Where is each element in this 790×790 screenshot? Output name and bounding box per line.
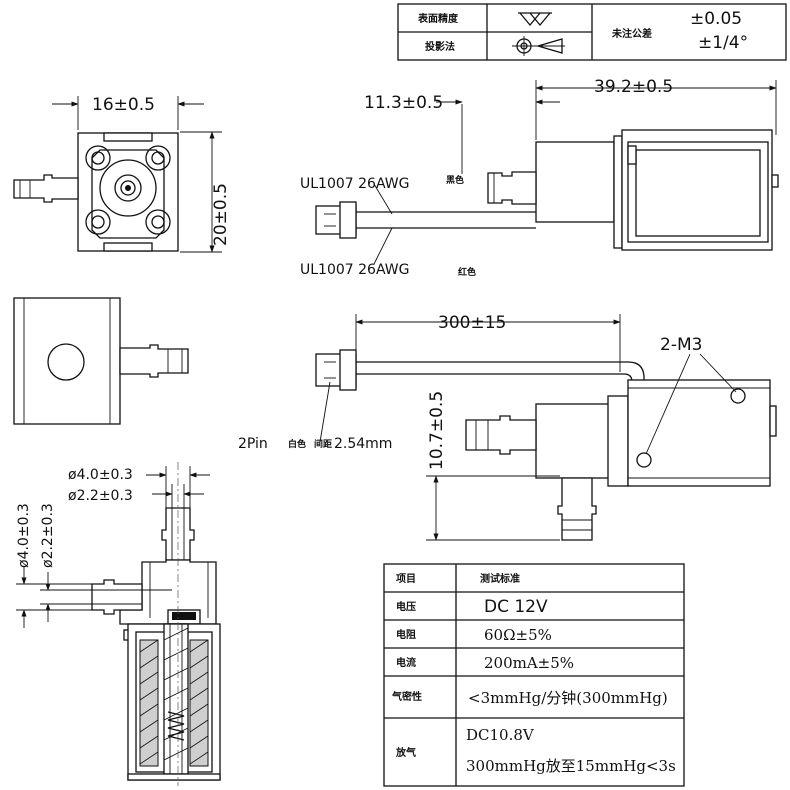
- spec-table: 项目 测试标准 电压 DC 12V 电阻 60Ω±5% 电流 200mA±5% …: [383, 563, 685, 787]
- top-inner-dia: ø2.2±0.3: [68, 488, 133, 504]
- spec-value-release-time: 300mmHg放至15mmHg<3s: [466, 757, 676, 775]
- black-wire-label: UL1007 26AWG: [300, 176, 409, 192]
- side-inner-dia: ø2.2±0.3: [40, 503, 56, 568]
- spec-item-airtightness: 气密性: [391, 690, 422, 703]
- spec-header-item: 项目: [396, 573, 416, 585]
- front-view: 16±0.5 20±0.5: [13, 95, 231, 253]
- spec-value-airtightness: <3mmHg/分钟(300mmHg): [468, 689, 668, 707]
- side-outer-dia: ø4.0±0.3: [16, 503, 32, 568]
- side-view: 39.2±0.5 11.3±0.5 UL1007 26AWG 黑色 UL1007…: [300, 77, 779, 278]
- bottom-view: 300±15 10.7±0.5 2-M3: [238, 313, 777, 541]
- spec-value-current: 200mA±5%: [484, 654, 574, 672]
- linear-tolerance: ±0.05: [690, 9, 742, 29]
- top-outer-dia: ø4.0±0.3: [68, 467, 133, 483]
- projection-method-label: 投影法: [425, 40, 455, 53]
- red-wire-color: 红色: [458, 266, 476, 278]
- connector-pitch: 2.54mm: [334, 436, 392, 452]
- spec-item-current: 电流: [396, 656, 416, 669]
- lead-length-dim: 300±15: [438, 313, 506, 333]
- connector-color: 白色: [288, 438, 306, 450]
- spec-value-release-voltage: DC10.8V: [466, 726, 535, 744]
- connector-pins: 2Pin: [238, 436, 268, 452]
- spec-item-release: 放气: [395, 746, 416, 759]
- spec-header-standard: 测试标准: [480, 572, 520, 585]
- tolerance-table: 表面精度 投影法 未注公差 ±0.05 ±1/4°: [397, 3, 787, 61]
- height-dim: 10.7±0.5: [427, 391, 447, 470]
- front-height-dim: 20±0.5: [211, 183, 231, 246]
- first-angle-projection-symbol: [512, 36, 565, 56]
- spec-value-voltage: DC 12V: [484, 597, 548, 617]
- surface-finish-label: 表面精度: [417, 12, 459, 25]
- angular-tolerance: ±1/4°: [698, 33, 748, 53]
- spec-item-resistance: 电阻: [396, 628, 416, 641]
- top-view: [13, 297, 189, 425]
- section-view: ø4.0±0.3 ø2.2±0.3 ø4.0±0.3 ø2.2±0.3: [16, 462, 221, 786]
- side-length-dim: 39.2±0.5: [594, 77, 673, 97]
- port-distance-dim: 11.3±0.5: [364, 93, 443, 113]
- red-wire-label: UL1007 26AWG: [300, 262, 409, 278]
- untoleranced-label: 未注公差: [611, 27, 652, 40]
- spec-item-voltage: 电压: [396, 600, 416, 613]
- black-wire-color: 黑色: [446, 174, 464, 186]
- mount-hole-label: 2-M3: [660, 335, 702, 355]
- front-width-dim: 16±0.5: [92, 95, 155, 115]
- surface-finish-symbol: [518, 12, 552, 27]
- connector-pitch-label: 间距: [314, 438, 332, 450]
- spec-value-resistance: 60Ω±5%: [484, 626, 552, 644]
